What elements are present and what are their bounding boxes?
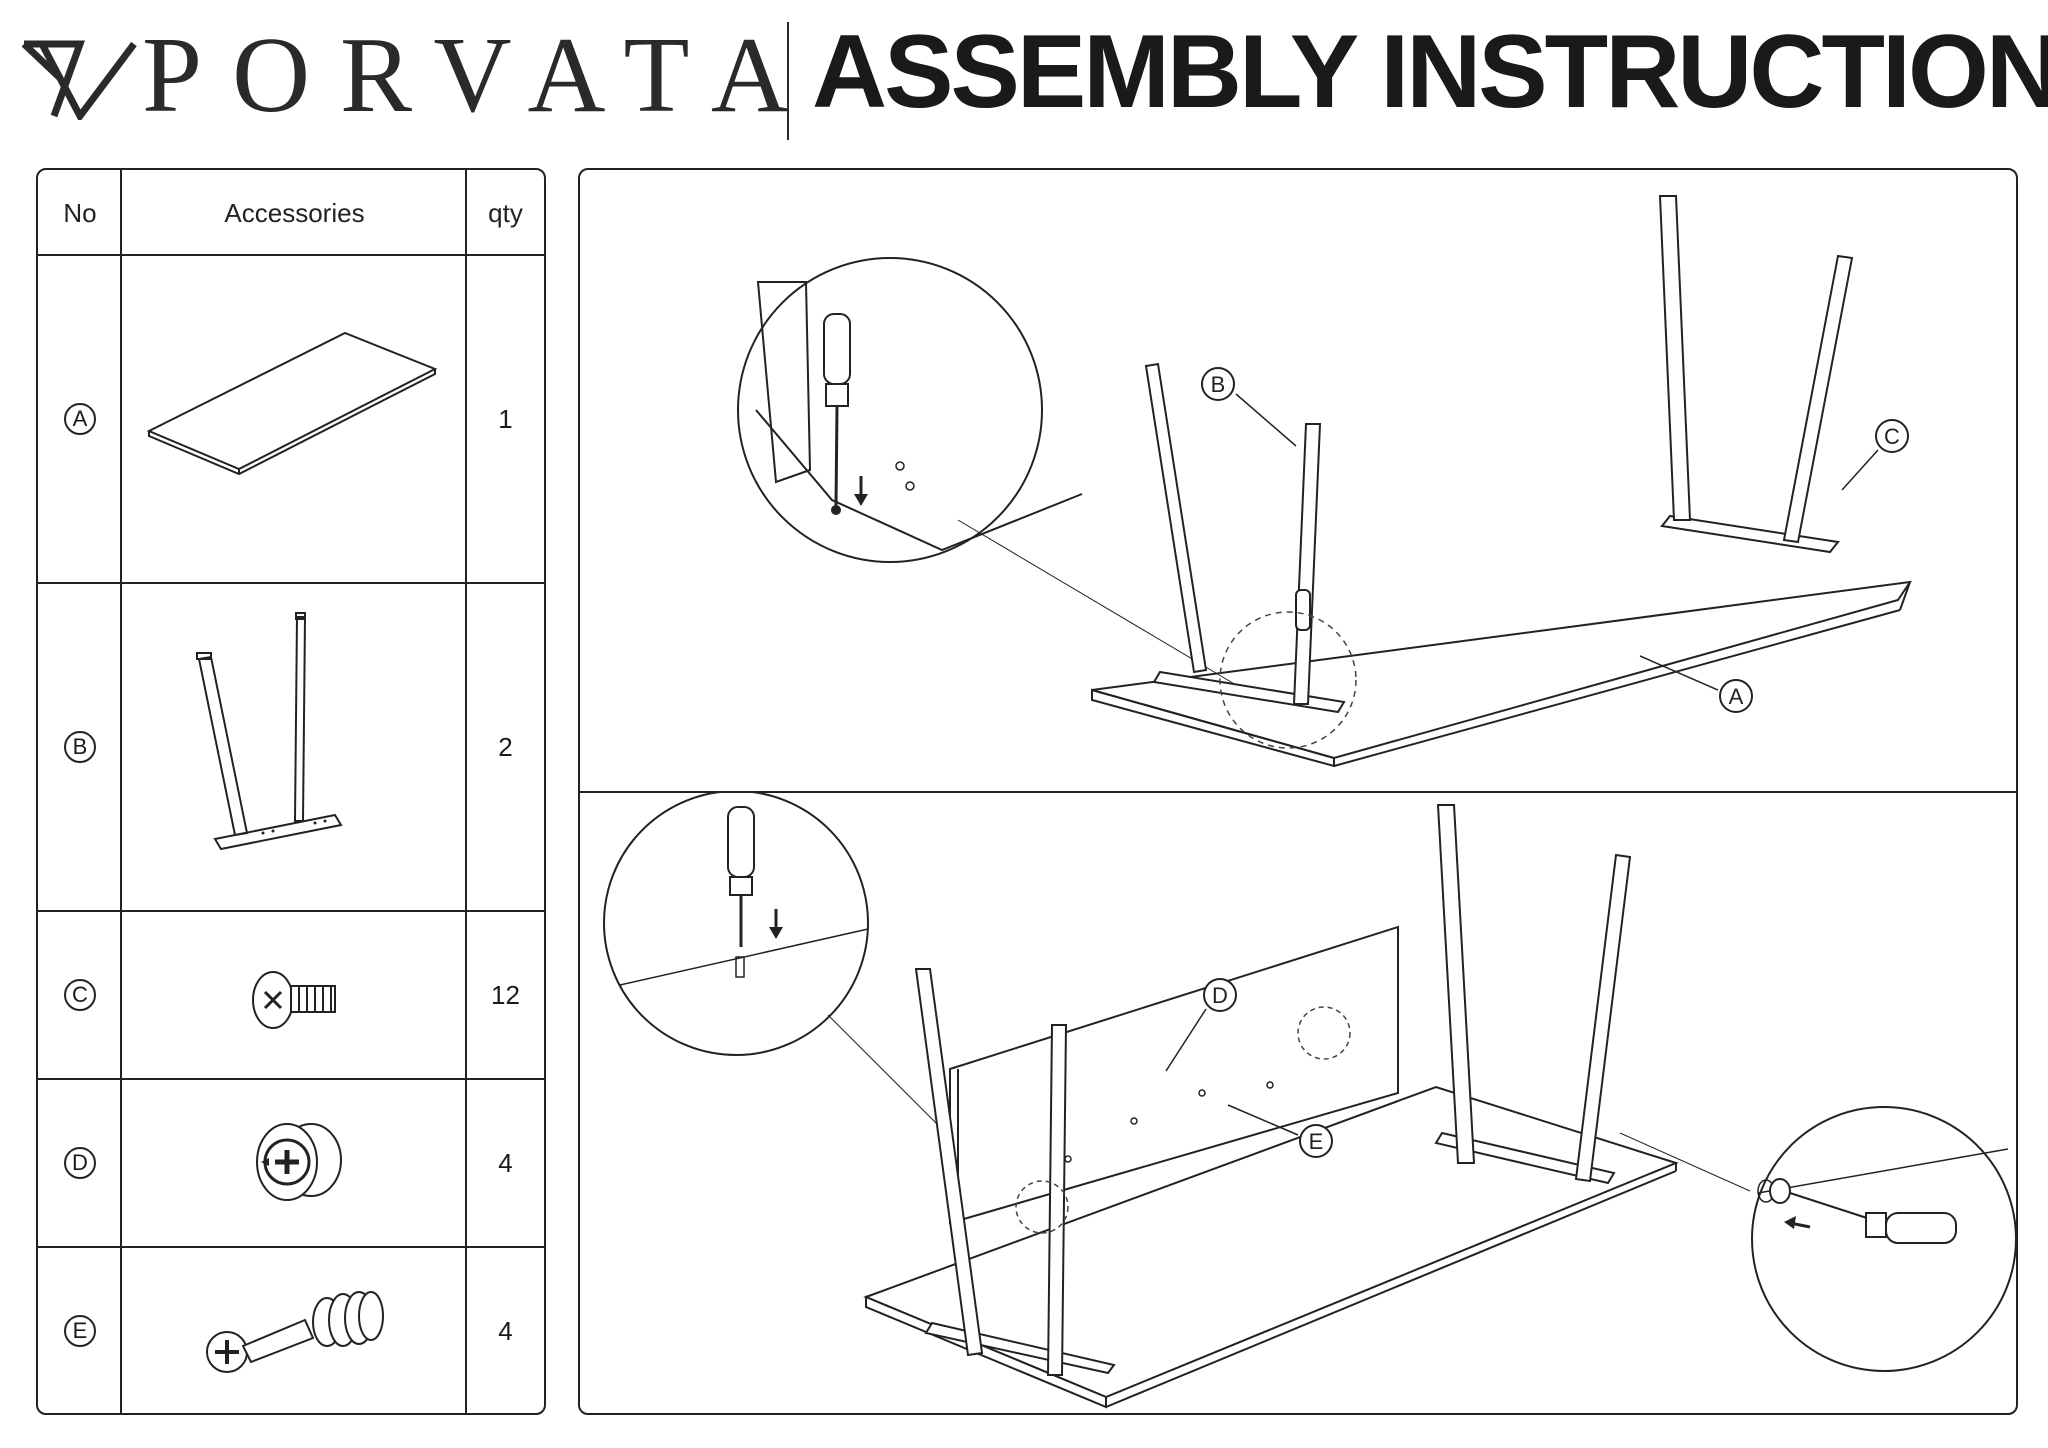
table-row: E 4 — [38, 1248, 544, 1413]
detail-callout-cam-bolt — [603, 793, 869, 1056]
table-divider — [38, 910, 544, 912]
label-d: D — [1203, 978, 1237, 1012]
column-header-qty: qty — [488, 197, 523, 228]
porvata-logo-icon — [21, 40, 137, 120]
table-divider — [465, 170, 467, 1413]
svg-text:C: C — [1884, 424, 1900, 449]
svg-text:E: E — [1309, 1129, 1324, 1154]
detail-callout-screwdriver — [737, 257, 1083, 563]
step-2-panel: D E — [580, 793, 2016, 1413]
part-label: A — [64, 403, 96, 435]
column-header-no: No — [63, 197, 97, 228]
table-row: A 1 — [38, 256, 544, 582]
part-label: D — [64, 1147, 96, 1179]
step-1-panel: B C A — [580, 170, 2016, 791]
label-a: A — [1719, 679, 1753, 713]
part-label: E — [64, 1315, 96, 1347]
screw-icon — [251, 971, 336, 1029]
detail-callout-cam-lock — [1751, 1106, 2016, 1372]
part-qty: 2 — [498, 731, 513, 762]
svg-text:A: A — [1729, 684, 1744, 709]
tabletop-icon — [146, 331, 437, 476]
assembly-steps: B C A — [578, 168, 2018, 1415]
label-c: C — [1875, 419, 1909, 453]
header-divider — [787, 22, 789, 140]
cam-lock-icon — [255, 1123, 342, 1201]
table-divider — [38, 1078, 544, 1080]
cam-bolt-icon — [205, 1291, 384, 1373]
table-row: D 4 — [38, 1080, 544, 1246]
label-e: E — [1299, 1124, 1333, 1158]
table-divider — [120, 170, 122, 1413]
part-label: B — [64, 731, 96, 763]
table-divider — [38, 582, 544, 584]
header: PORVATA ASSEMBLY INSTRUCTIONS — [0, 0, 2048, 150]
label-b: B — [1201, 367, 1235, 401]
part-qty: 1 — [498, 403, 513, 434]
step-1-diagram: B C A — [737, 195, 1913, 768]
table-divider — [38, 1246, 544, 1248]
table-divider — [38, 254, 544, 256]
leg-frame-icon — [195, 612, 343, 851]
svg-text:D: D — [1212, 983, 1228, 1008]
part-qty: 4 — [498, 1147, 513, 1178]
page-title: ASSEMBLY INSTRUCTIONS — [812, 14, 2048, 130]
parts-table: No Accessories qty A 1 B — [36, 168, 546, 1415]
part-qty: 12 — [491, 979, 520, 1010]
brand-name: PORVATA — [142, 16, 819, 135]
svg-text:B: B — [1211, 372, 1226, 397]
table-row: B 2 — [38, 584, 544, 910]
column-header-accessories: Accessories — [224, 197, 365, 228]
part-label: C — [64, 979, 96, 1011]
part-qty: 4 — [498, 1315, 513, 1346]
step-2-diagram: D E — [603, 793, 2016, 1409]
table-row: C 12 — [38, 912, 544, 1078]
step-divider — [580, 791, 2016, 793]
